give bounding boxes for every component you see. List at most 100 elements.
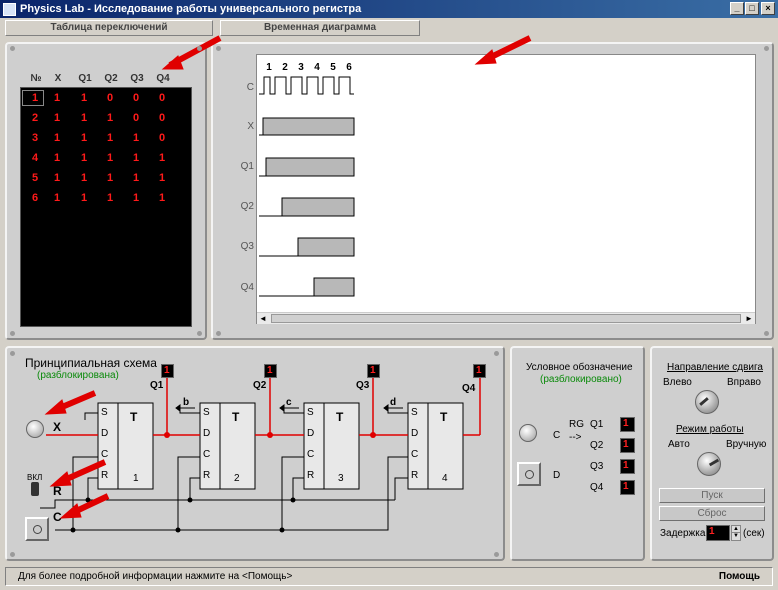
table-cell: 0 (158, 92, 166, 104)
table-cell: 1 (53, 152, 61, 164)
trigger-pin-label: R (203, 470, 211, 481)
trigger-pin-label: R (411, 470, 419, 481)
symbol-pin-d: D (553, 470, 561, 481)
symbol-shift-arrow: --> (569, 432, 582, 443)
scroll-thumb[interactable] (271, 314, 741, 323)
table-cell: 2 (31, 112, 39, 124)
mode-manual-label: Вручную (726, 439, 767, 450)
symbol-clock-button[interactable] (517, 462, 541, 486)
output-label-q4: Q4 (462, 383, 476, 394)
tick-label: 5 (330, 62, 336, 73)
waveform-c (259, 76, 354, 95)
table-cell: 1 (80, 92, 88, 104)
scroll-right-button[interactable]: ► (745, 314, 753, 323)
waveform-q3 (259, 237, 355, 257)
waveform-q2 (259, 197, 355, 217)
symbol-rg-label: RG (569, 419, 584, 430)
trigger-pin-label: R (101, 470, 109, 481)
trigger-pin-label: C (203, 449, 211, 460)
maximize-button[interactable]: □ (745, 2, 759, 15)
col-header: Q1 (78, 73, 92, 84)
trigger-type-4: T (440, 410, 448, 424)
trigger-pin-label: S (203, 407, 210, 418)
table-cell: 1 (80, 172, 88, 184)
x-input-switch[interactable] (26, 420, 44, 438)
output-label-q1: Q1 (150, 380, 164, 391)
trigger-pin-label: C (101, 449, 109, 460)
trigger-number: 1 (133, 473, 139, 484)
signal-label-q4: Q4 (240, 282, 254, 293)
table-cell: 1 (53, 132, 61, 144)
table-cell: 1 (132, 192, 140, 204)
shift-direction-knob[interactable] (695, 390, 719, 414)
mode-auto-label: Авто (668, 439, 690, 450)
table-cell: 0 (132, 112, 140, 124)
table-cell: 3 (31, 132, 39, 144)
mode-knob[interactable] (697, 452, 721, 476)
output-display-q4: 1 (473, 364, 486, 378)
trigger-pin-label: D (203, 428, 211, 439)
trigger-pin-label: D (101, 428, 109, 439)
r-input-switch[interactable] (31, 482, 39, 496)
schematic-status: (разблокирована) (37, 370, 119, 381)
symbol-display-q4: 1 (620, 480, 635, 495)
table-cell: 4 (31, 152, 39, 164)
output-display-q2: 1 (264, 364, 277, 378)
status-bar: Для более подробной информации нажмите н… (5, 567, 773, 586)
scroll-left-button[interactable]: ◄ (259, 314, 267, 323)
symbol-display-q3: 1 (620, 459, 635, 474)
symbol-pin-c: C (553, 430, 561, 441)
trigger-pin-label: C (411, 449, 419, 460)
delay-spinner[interactable]: ▲ ▼ (731, 525, 741, 541)
symbol-output-q3: Q3 (590, 461, 604, 472)
table-cell: 1 (158, 192, 166, 204)
table-cell: 6 (31, 192, 39, 204)
trigger-type-3: T (336, 410, 344, 424)
table-cell: 1 (53, 172, 61, 184)
table-cell: 0 (132, 92, 140, 104)
trigger-number: 4 (442, 473, 448, 484)
table-cell: 1 (106, 132, 114, 144)
col-header: Q4 (156, 73, 170, 84)
power-switch-label: ВКЛ (27, 473, 43, 482)
row-selection-cursor (22, 90, 44, 106)
table-cell: 1 (31, 92, 39, 104)
minimize-button[interactable]: _ (730, 2, 744, 15)
delay-label: Задержка (660, 528, 706, 539)
col-header: Q2 (104, 73, 118, 84)
close-button[interactable]: × (761, 2, 775, 15)
signal-label-q2: Q2 (240, 201, 254, 212)
symbol-panel (510, 346, 645, 561)
spin-down-icon[interactable]: ▼ (733, 533, 739, 539)
output-label-q2: Q2 (253, 380, 267, 391)
symbol-display-q2: 1 (620, 438, 635, 453)
col-header: Q3 (130, 73, 144, 84)
r-input-label: R (53, 484, 62, 498)
symbol-output-q1: Q1 (590, 419, 604, 430)
table-cell: 1 (106, 172, 114, 184)
waveform-x (259, 117, 355, 136)
table-cell: 1 (80, 192, 88, 204)
help-button[interactable]: Помощь (718, 571, 760, 582)
switch-table-button[interactable]: Таблица переключений (5, 20, 213, 36)
clock-pulse-button[interactable] (25, 517, 49, 541)
delay-input[interactable]: 1 (706, 525, 730, 541)
output-display-q1: 1 (161, 364, 174, 378)
symbol-input-switch[interactable] (519, 424, 537, 442)
mode-title: Режим работы (676, 424, 744, 435)
status-text: Для более подробной информации нажмите н… (18, 571, 293, 582)
reset-button[interactable]: Сброс (659, 506, 765, 521)
x-input-label: X (53, 420, 62, 434)
table-cell: 5 (31, 172, 39, 184)
shift-left-label: Влево (663, 377, 692, 388)
start-button[interactable]: Пуск (659, 488, 765, 503)
waveform-q4 (259, 277, 355, 297)
trigger-pin-label: R (307, 470, 315, 481)
spin-up-icon[interactable]: ▲ (732, 526, 740, 533)
table-cell: 1 (132, 152, 140, 164)
horizontal-scrollbar[interactable]: ◄ ► (257, 312, 755, 324)
symbol-title: Условное обозначение (526, 362, 633, 373)
table-cell: 1 (106, 112, 114, 124)
trigger-pin-label: D (411, 428, 419, 439)
timing-diagram-button[interactable]: Временная диаграмма (220, 20, 420, 36)
